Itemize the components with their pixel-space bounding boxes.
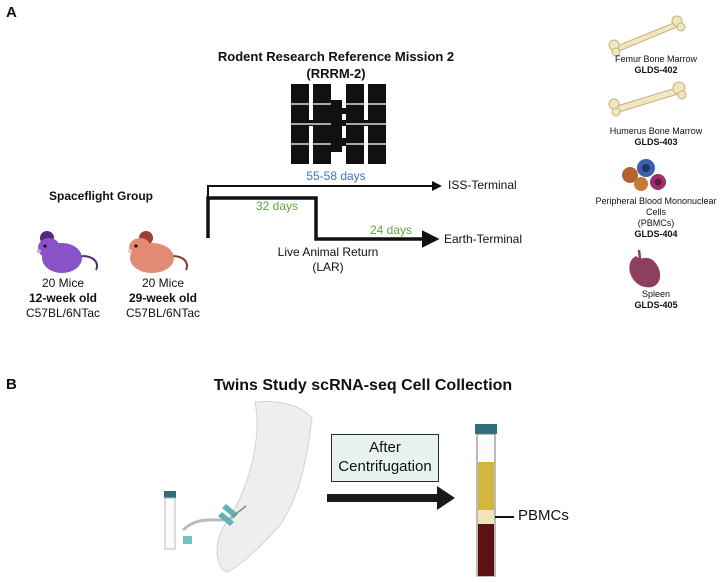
group1-strain: C57BL/6NTac [25, 306, 101, 320]
tissue-pbmc: Peripheral Blood Mononuclear Cells (PBMC… [586, 196, 726, 240]
tissue-femur-id: GLDS-402 [634, 65, 678, 75]
tissue-pbmc-id: GLDS-404 [634, 229, 678, 239]
panel-b-label: B [6, 376, 17, 393]
process-arrow [327, 486, 455, 510]
humerus-bone-icon [608, 81, 687, 117]
lar-label-line2: (LAR) [312, 260, 344, 274]
duration-earth-label: 24 days [370, 223, 413, 237]
tissue-spleen: Spleen GLDS-405 [586, 289, 726, 311]
mission-subtitle: (RRRM-2) [306, 66, 366, 81]
tissue-humerus-name: Humerus Bone Marrow [609, 126, 703, 136]
group2-age: 29-week old [128, 291, 198, 305]
mouse-pink-icon [128, 231, 188, 273]
tissue-femur-name: Femur Bone Marrow [614, 54, 698, 64]
group-title: Spaceflight Group [49, 189, 154, 203]
duration-iss-label: 55-58 days [306, 169, 366, 183]
tissue-pbmc-name-line1: Peripheral Blood Mononuclear Cells [595, 196, 717, 217]
mission-title: Rodent Research Reference Mission 2 [217, 49, 455, 64]
collection-tube-icon [164, 491, 176, 550]
group1-age: 12-week old [28, 291, 98, 305]
callout-line1: After [369, 439, 401, 456]
tissue-pbmc-name-line2: (PBMCs) [637, 218, 675, 228]
centrifuged-tube-icon [475, 424, 514, 577]
butterfly-needle-icon [181, 504, 247, 544]
panel-b-title: Twins Study scRNA-seq Cell Collection [213, 377, 513, 394]
arm-illustration [216, 401, 313, 573]
panel-a-label: A [6, 4, 17, 21]
pbmc-label: PBMCs [518, 507, 569, 524]
femur-bone-icon [608, 15, 686, 57]
tissue-femur: Femur Bone Marrow GLDS-402 [586, 54, 726, 76]
group2-info: 20 Mice 29-week old C57BL/6NTac [108, 276, 218, 321]
duration-lar-label: 32 days [256, 199, 299, 213]
group2-count: 20 Mice [141, 276, 185, 290]
tissue-spleen-name: Spleen [641, 289, 671, 299]
iss-terminal-label: ISS-Terminal [448, 178, 517, 192]
tissue-spleen-id: GLDS-405 [634, 300, 678, 310]
centrifugation-callout: After Centrifugation [331, 434, 439, 482]
earth-terminal-label: Earth-Terminal [444, 232, 523, 246]
mouse-purple-icon [37, 231, 98, 273]
group1-info: 20 Mice 12-week old C57BL/6NTac [8, 276, 118, 321]
spleen-icon [629, 249, 661, 288]
earth-arrow [206, 196, 440, 248]
group1-count: 20 Mice [41, 276, 85, 290]
callout-line2: Centrifugation [338, 458, 432, 475]
tissue-humerus: Humerus Bone Marrow GLDS-403 [586, 126, 726, 148]
lar-label-line1: Live Animal Return [277, 245, 379, 259]
group2-strain: C57BL/6NTac [125, 306, 201, 320]
pbmc-cells-icon [622, 159, 666, 191]
tissue-humerus-id: GLDS-403 [634, 137, 678, 147]
